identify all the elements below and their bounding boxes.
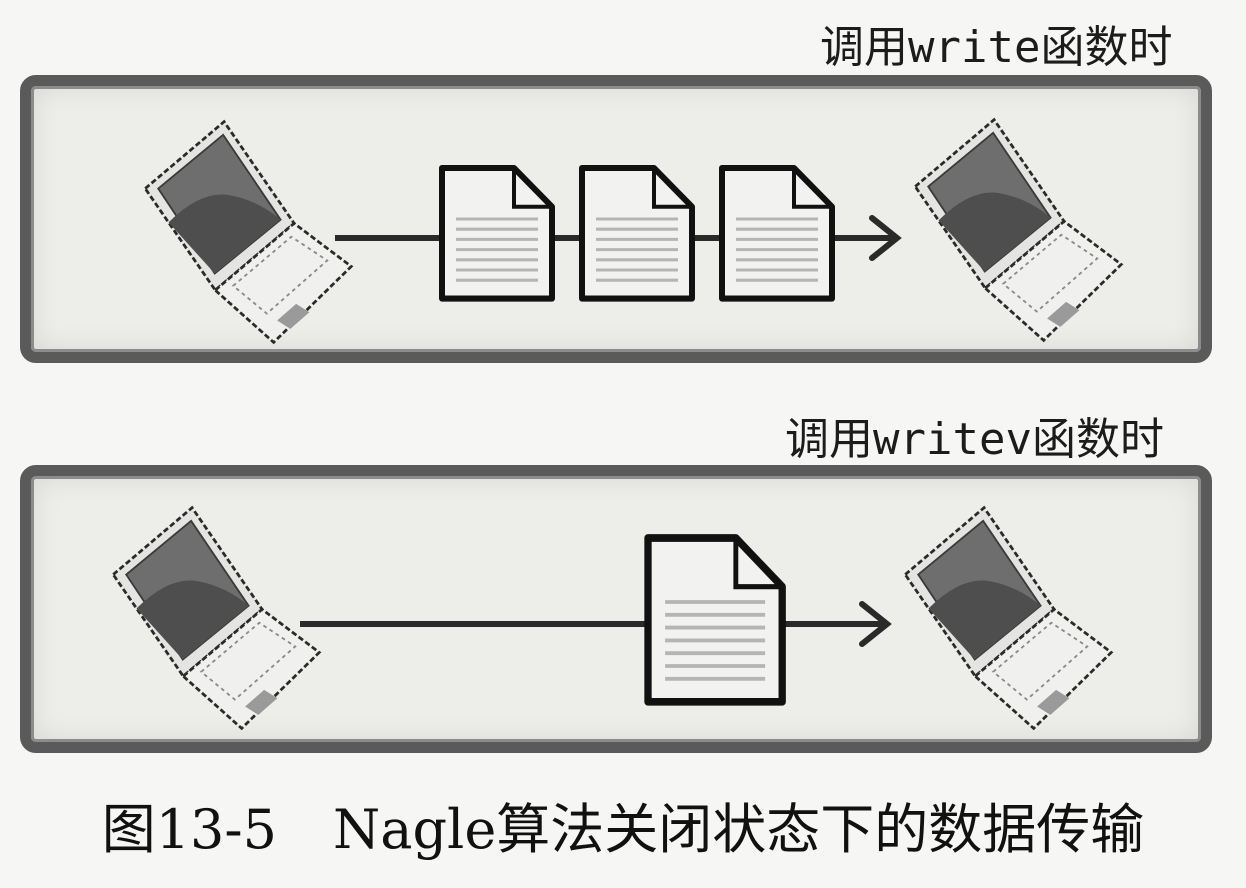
packet-combined-icon <box>648 538 782 702</box>
figure-title: Nagle算法关闭状态下的数据传输 <box>333 798 1145 861</box>
figure-caption: 图13-5 Nagle算法关闭状态下的数据传输 <box>0 800 1246 860</box>
sender-laptop-1-icon <box>136 105 362 359</box>
figure-number: 图13-5 <box>101 798 278 861</box>
receiver-laptop-1-icon <box>906 103 1132 357</box>
panel-2-label: 调用writev函数时 <box>785 414 1164 465</box>
arrowhead-1-icon <box>869 215 902 261</box>
packet-2-icon <box>582 168 692 299</box>
sender-laptop-2-icon <box>104 491 330 745</box>
packet-3-icon <box>722 168 832 299</box>
panel-1-label: 调用write函数时 <box>820 22 1173 73</box>
receiver-laptop-2-icon <box>896 491 1122 745</box>
packet-1-icon <box>442 168 552 299</box>
arrowhead-2-icon <box>859 601 892 647</box>
